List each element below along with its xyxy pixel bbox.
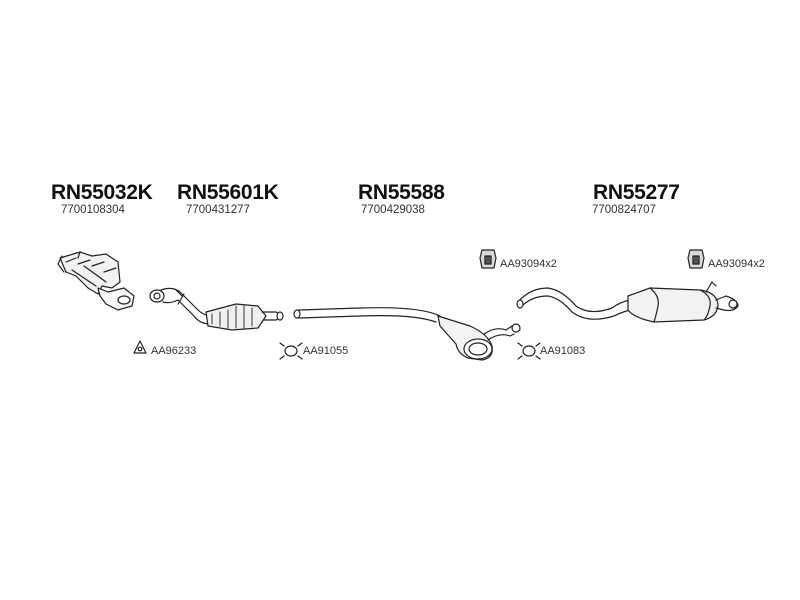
rubber-mount-icon[interactable]: [479, 249, 497, 269]
oem-number-rear-silencer: 7700824707: [592, 204, 656, 216]
part-code-rear-silencer: RN55277: [593, 181, 680, 204]
accessory-label-mount-middle: AA93094x2: [500, 258, 557, 270]
part-code-catalyst: RN55601K: [177, 181, 279, 204]
clamp-icon[interactable]: [279, 342, 303, 360]
exhaust-manifold-drawing[interactable]: [57, 251, 135, 311]
rear-silencer-drawing[interactable]: [516, 281, 739, 323]
rubber-mount-icon[interactable]: [687, 249, 705, 269]
oem-number-middle-silencer: 7700429038: [361, 204, 425, 216]
accessory-label-clamp-front: AA91055: [303, 345, 349, 357]
middle-silencer-drawing[interactable]: [293, 307, 521, 361]
catalytic-converter-drawing[interactable]: [149, 287, 284, 331]
accessory-label-mount-rear: AA93094x2: [708, 258, 765, 270]
oem-number-manifold: 7700108304: [61, 204, 125, 216]
part-code-middle-silencer: RN55588: [358, 181, 445, 204]
clamp-icon[interactable]: [517, 342, 541, 360]
oem-number-catalyst: 7700431277: [186, 204, 250, 216]
gasket-icon[interactable]: [133, 340, 147, 354]
accessory-label-clamp-rear: AA91083: [540, 345, 586, 357]
accessory-label-gasket: AA96233: [151, 345, 197, 357]
part-code-manifold: RN55032K: [51, 181, 153, 204]
